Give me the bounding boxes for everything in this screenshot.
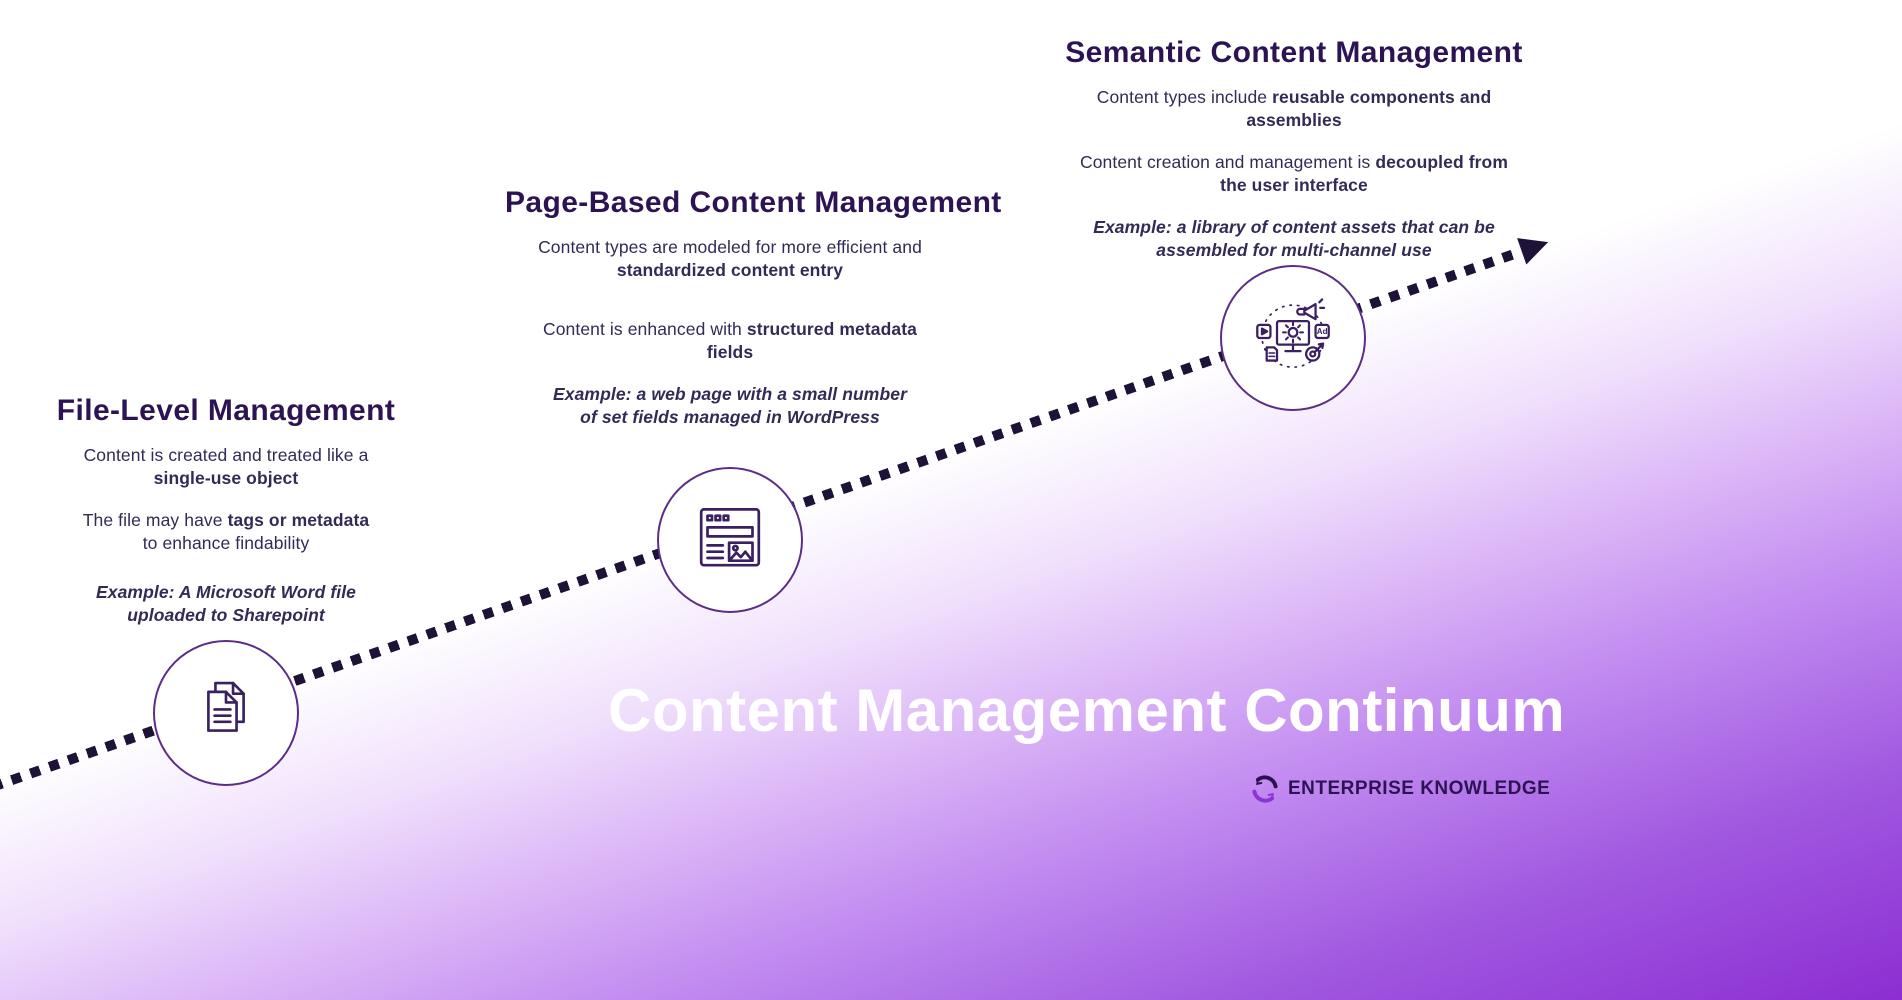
text-segment: Content is created and treated like a <box>83 445 369 465</box>
brand-name: ENTERPRISE KNOWLEDGE <box>1288 778 1551 799</box>
stage-semantic: Semantic Content Management Content type… <box>1034 36 1554 282</box>
stage-example: Example: A Microsoft Word file uploaded … <box>76 581 376 627</box>
text-segment-example: Example: A Microsoft Word file uploaded … <box>95 582 357 626</box>
stage-paragraph: The file may have tags or metadata to en… <box>36 509 416 555</box>
brand-logo: ENTERPRISE KNOWLEDGE <box>1250 774 1550 804</box>
text-segment: Content types include <box>1096 87 1273 107</box>
file-level-node <box>153 640 299 786</box>
text-segment-bold: decoupled from the user interface <box>1220 152 1508 196</box>
components-icon: Ad <box>1256 298 1330 368</box>
text-segment: The file may have <box>82 510 228 531</box>
page-based-node <box>657 467 803 613</box>
webpage-icon <box>699 508 761 567</box>
text-segment: Content creation and management is <box>1079 152 1376 173</box>
semantic-node: Ad <box>1220 265 1366 411</box>
stage-page-based: Page-Based Content Management Content ty… <box>505 186 1002 449</box>
text-segment-bold: standardized content entry <box>616 260 844 281</box>
stage-heading: File-Level Management <box>56 394 396 427</box>
text-segment-bold: reusable components and assemblies <box>1246 87 1492 131</box>
svg-text:Ad: Ad <box>1317 327 1328 336</box>
stage-heading: Semantic Content Management <box>1065 36 1523 69</box>
text-segment-example: Example: a web page with a small number … <box>552 384 907 428</box>
text-segment-bold: structured metadata fields <box>706 319 918 363</box>
text-segment: Content types are modeled for more effic… <box>538 237 922 257</box>
text-segment-example: Example: a library of content assets tha… <box>1093 217 1495 261</box>
stage-paragraph: Content is enhanced with structured meta… <box>530 318 930 364</box>
stage-example: Example: a library of content assets tha… <box>1059 216 1529 262</box>
text-segment: Content is enhanced with <box>542 319 747 340</box>
stage-file-level: File-Level Management Content is created… <box>26 394 426 647</box>
page-title: Content Management Continuum <box>608 677 1566 744</box>
stage-heading: Page-Based Content Management <box>505 186 1002 219</box>
enterprise-knowledge-logo-icon <box>1252 775 1278 803</box>
text-segment-bold: single-use object <box>153 468 299 489</box>
text-segment: to enhance findability <box>142 533 310 554</box>
stage-paragraph: Content types are modeled for more effic… <box>505 236 955 282</box>
stage-example: Example: a web page with a small number … <box>545 383 915 429</box>
stage-paragraph: Content creation and management is decou… <box>1074 151 1514 197</box>
text-segment-bold: tags or metadata <box>227 510 370 531</box>
stage-paragraph: Content is created and treated like a si… <box>46 444 406 490</box>
stage-paragraph: Content types include reusable component… <box>1074 86 1514 132</box>
documents-icon <box>207 681 245 732</box>
